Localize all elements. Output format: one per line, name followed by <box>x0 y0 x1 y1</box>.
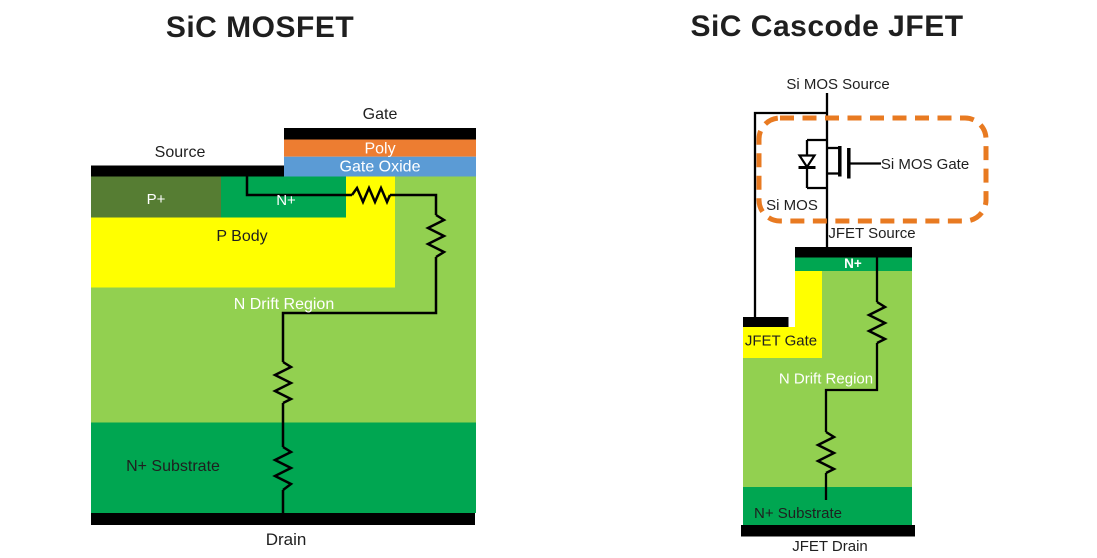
jfet-n-drift-label: N Drift Region <box>779 371 873 388</box>
p-plus-label: P+ <box>147 191 166 208</box>
si-mos-dashed-outline <box>756 115 989 224</box>
n-drift-label: N Drift Region <box>234 296 334 313</box>
poly-region <box>284 139 476 157</box>
jfet-n-plus-label: N+ <box>844 256 862 271</box>
gate-label: Gate <box>363 106 398 123</box>
p-plus-region <box>91 176 221 218</box>
right-title: SiC Cascode JFET <box>690 10 963 43</box>
jfet-drain-label: JFET Drain <box>792 538 868 555</box>
channel-wire <box>245 176 352 197</box>
jfet-substrate-region <box>743 487 912 525</box>
source-metal-bar <box>91 165 284 177</box>
jfet-drift-column <box>822 271 912 358</box>
poly-label: Poly <box>364 141 395 158</box>
gate-oxide-label: Gate Oxide <box>340 159 421 176</box>
gate-oxide-region <box>284 156 476 177</box>
resistor-zigzag-accumulation <box>425 213 447 259</box>
diode-triangle <box>797 154 817 170</box>
left-title: SiC MOSFET <box>166 11 354 44</box>
p-body-label: P Body <box>216 228 267 245</box>
p-body-channel-column <box>346 176 395 219</box>
p-body-region <box>91 217 395 288</box>
jfet-gate-label: JFET Gate <box>745 333 817 350</box>
si-mos-source-label: Si MOS Source <box>786 76 889 93</box>
jfet-source-metal-bar <box>795 247 912 258</box>
resistor-zigzag-substrate <box>272 445 294 491</box>
jfet-source-label: JFET Source <box>828 225 915 242</box>
sic-cascode-jfet-diagram: Si MOS Source Si MOS Gate Si MOS JFET So… <box>741 76 989 555</box>
n-plus-label: N+ <box>276 192 296 209</box>
jfet-gate-metal-bar <box>743 317 789 327</box>
si-mos-label: Si MOS <box>766 197 818 214</box>
n-substrate-label: N+ Substrate <box>126 458 220 475</box>
jfet-n-substrate-label: N+ Substrate <box>754 505 842 522</box>
drift-link-wire <box>281 257 438 362</box>
jfet-resistor-mid-wire <box>824 343 879 432</box>
jfet-drain-metal-bar <box>741 525 915 537</box>
resistor-zigzag-jfet-drift <box>866 300 888 345</box>
drain-label: Drain <box>266 530 307 549</box>
resistor-zigzag-drift <box>272 360 294 405</box>
si-mos-gate-label: Si MOS Gate <box>881 156 969 173</box>
jfet-region-wire <box>390 193 438 215</box>
n-plus-region <box>221 176 346 218</box>
source-label: Source <box>155 144 206 161</box>
gate-metal-bar <box>284 128 476 140</box>
resistor-zigzag-jfet-substrate <box>815 430 837 475</box>
jfet-gate-feedback-wire <box>753 111 827 317</box>
jfet-n-plus-band <box>795 257 912 271</box>
drain-metal-bar <box>91 513 475 525</box>
sic-mosfet-diagram: Gate Source Poly Gate Oxide P+ N+ P Body… <box>91 106 476 549</box>
jfet-gate-yellow-ledge <box>743 327 822 358</box>
resistor-zigzag-channel <box>350 184 392 206</box>
